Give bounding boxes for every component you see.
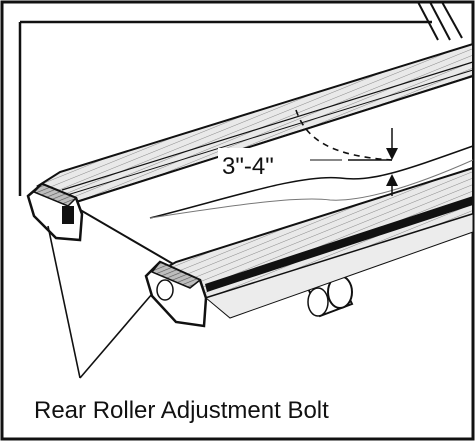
leader-lines [47,225,153,379]
measurement-label: 3"-4" [222,153,274,180]
rear-end-cap [26,182,84,242]
rear-bolt-icon [62,206,74,224]
lift-curve [295,109,393,161]
deck-underside [204,213,474,319]
front-rail-stripe [205,196,473,292]
bolt-icon [156,279,174,301]
measurement-label-bg [218,148,302,178]
measurement-arrows [310,128,398,196]
front-end-cap [144,260,208,328]
upright-posts [417,1,463,41]
caption-rear-roller-adjustment-bolt: Rear Roller Adjustment Bolt [34,397,329,424]
